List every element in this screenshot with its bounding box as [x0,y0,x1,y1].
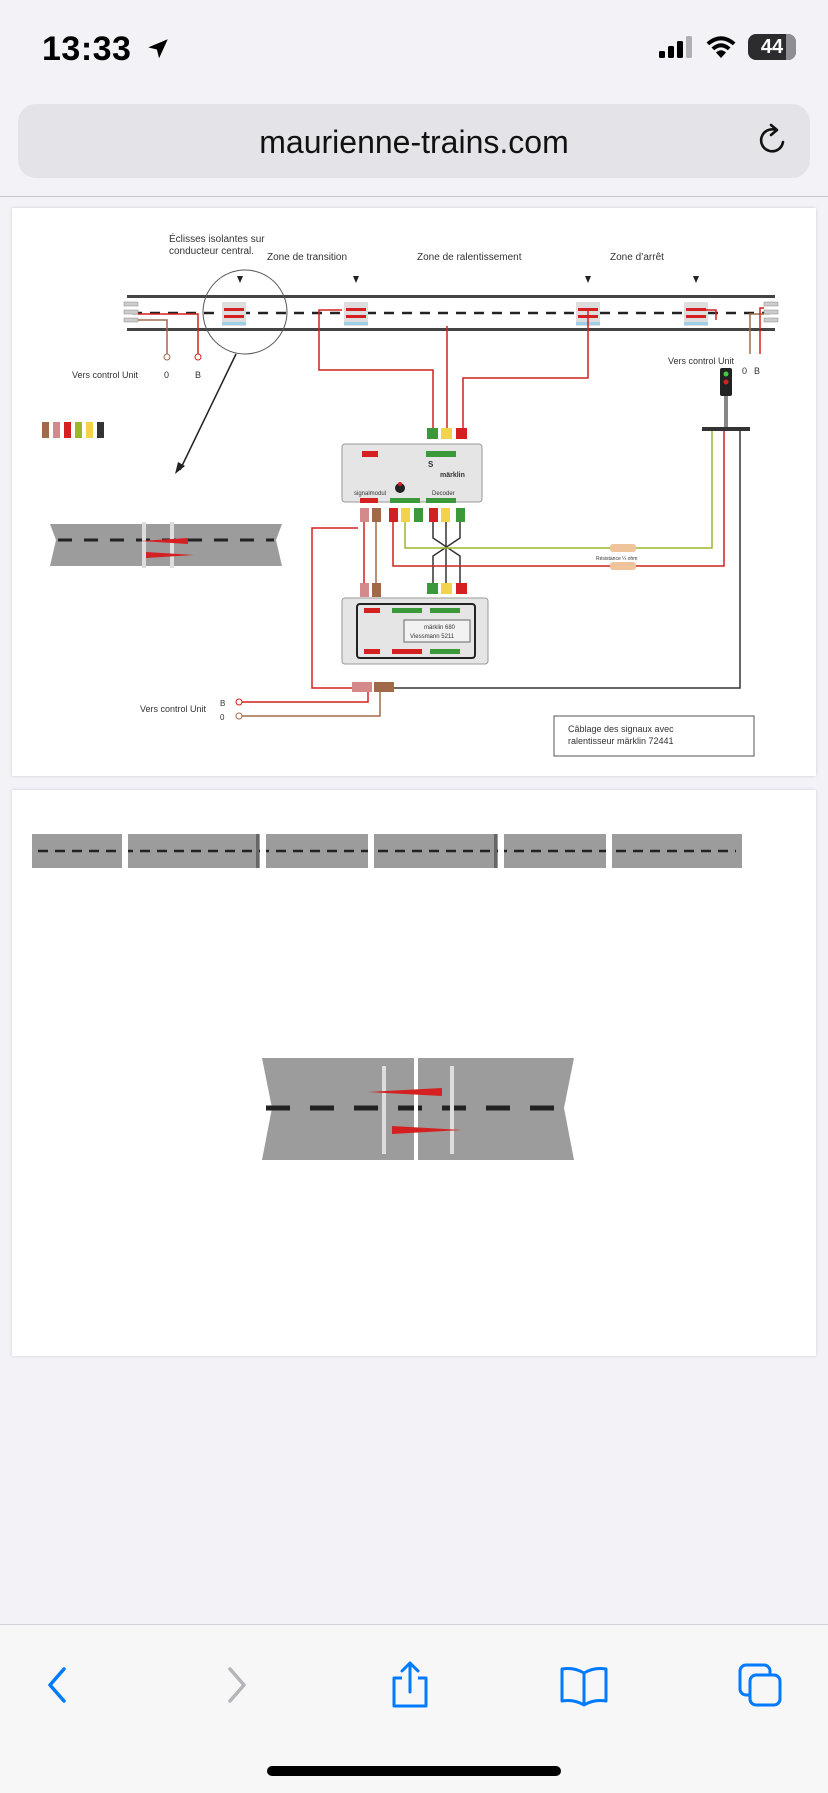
share-button[interactable] [380,1655,440,1715]
resistor: Résistance ¼ ohm [596,544,637,570]
terminal-b-right: B [754,366,760,376]
forward-button[interactable] [206,1655,266,1715]
cellular-signal-icon [659,36,692,58]
chevron-left-icon [48,1667,66,1703]
tabs-button[interactable] [730,1655,790,1715]
module-s-label: S [428,460,434,469]
plug-legend [42,422,104,438]
slowdown-zone-label: Zone de ralentissement [417,252,522,263]
address-bar[interactable]: maurienne-trains.com [18,104,810,178]
relay-line-1: märklin 680 [424,625,456,631]
url-text[interactable]: maurienne-trains.com [259,124,569,160]
signal-mast [702,368,750,431]
battery-icon: 44 [748,34,796,60]
control-unit-right-label: Vers control Unit [668,356,735,366]
track-diagram [32,830,742,1162]
chevron-right-icon [228,1667,246,1703]
terminal-b-bottom: B [220,699,225,708]
wiring-diagram: Éclisses isolantes sur conducteur centra… [42,232,779,757]
detail-circle [202,269,288,355]
status-icons: 44 [658,34,796,60]
isolating-label-2: conducteur central. [169,246,254,257]
terminal-0-right: 0 [742,366,747,376]
control-unit-bottom-label: Vers control Unit [140,704,207,714]
document-page-2 [12,790,816,1356]
signal-module-label: signalmodul [354,491,386,497]
relay-module: märklin 680 Viessmann 5211 [341,597,489,665]
signal-module: S märklin signalmodul Decoder [341,443,483,503]
module-brand-label: märklin [440,472,465,479]
tabs-icon [738,1663,782,1707]
relay-line-2: Viessmann 5211 [410,634,455,640]
wifi-icon [706,36,736,58]
bookmarks-button[interactable] [554,1655,614,1715]
reload-icon[interactable] [752,120,792,160]
control-unit-left-label: Vers control Unit [72,370,139,380]
clock: 13:33 [42,30,132,68]
share-icon [392,1661,428,1708]
status-bar: 13:33 44 [0,0,828,100]
status-time: 13:33 [42,30,171,69]
caption-line-2: ralentisseur märklin 72441 [568,736,674,746]
detail-track [50,522,282,568]
decoder-label: Decoder [432,491,455,497]
enlarged-joint [262,1054,574,1162]
back-button[interactable] [28,1655,88,1715]
track-strip [32,830,742,872]
terminal-0-label: 0 [164,370,169,380]
location-arrow-icon [148,39,169,59]
terminal-0-bottom: 0 [220,713,225,722]
book-icon [560,1667,608,1707]
stop-zone-label: Zone d’arrêt [610,252,664,263]
bottom-toolbar [0,1624,828,1793]
transition-zone-label: Zone de transition [267,252,347,263]
battery-level: 44 [760,35,784,58]
home-indicator [267,1766,561,1776]
resistor-label: Résistance ¼ ohm [596,556,637,562]
caption-box [553,715,755,757]
isolating-label: Éclisses isolantes sur [169,232,265,245]
caption-line-1: Câblage des signaux avec [568,724,674,734]
document-page-1: Éclisses isolantes sur conducteur centra… [12,208,816,776]
terminal-b-label: B [195,370,201,380]
toolbar-divider [0,196,828,197]
zone-markers [237,276,699,283]
